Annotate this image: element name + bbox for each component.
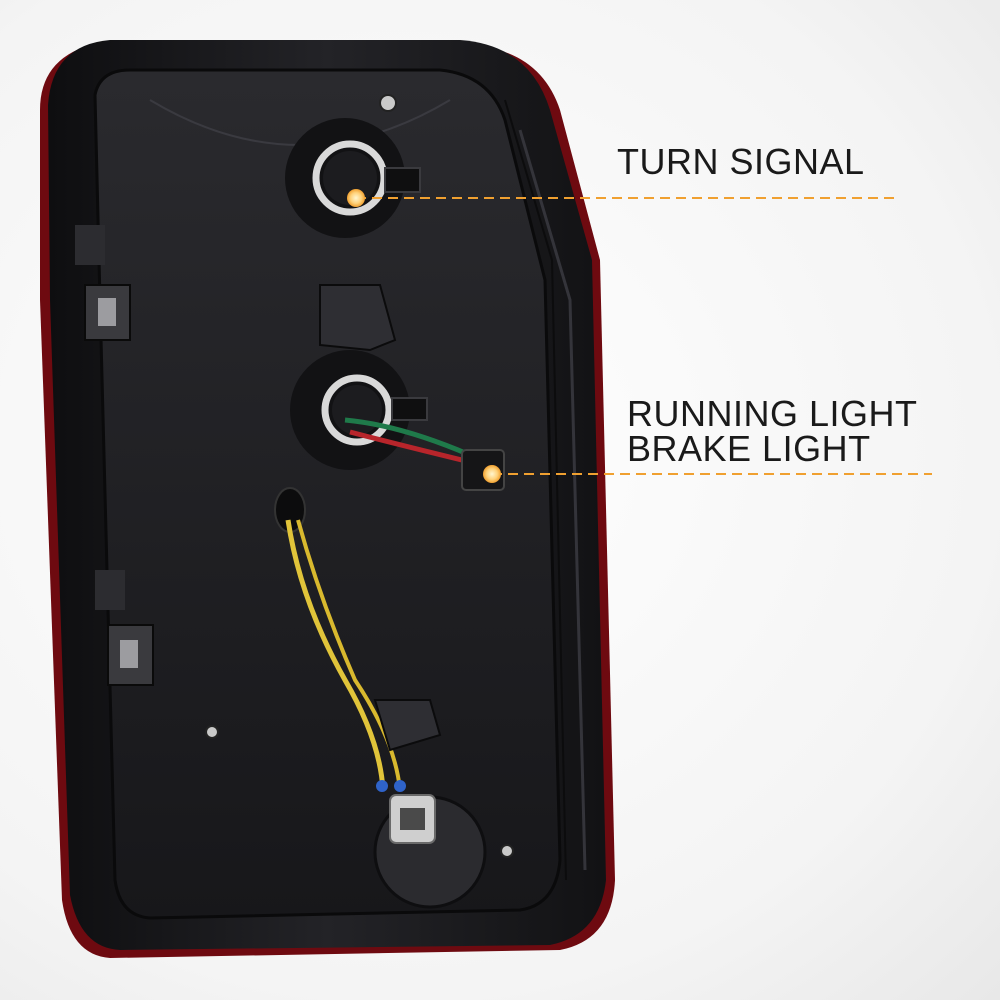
running-brake-dot <box>483 465 501 483</box>
turn-signal-dot <box>347 189 365 207</box>
yellow-wire-a <box>285 519 386 791</box>
mounting-clip-lower <box>95 570 154 686</box>
right-flange <box>518 129 587 871</box>
mounting-clip-upper <box>75 225 131 341</box>
turn-signal-label: TURN SIGNAL <box>617 141 865 182</box>
screw-bottom-left <box>205 725 219 739</box>
reverse-socket <box>373 780 487 909</box>
red-wire <box>349 429 471 465</box>
yellow-wire-b <box>296 519 402 791</box>
screw-top <box>379 94 397 112</box>
screw-bottom-right <box>500 844 514 858</box>
housing-inner-panel <box>93 68 562 920</box>
bottom-clip <box>373 699 442 752</box>
center-clip <box>319 284 397 352</box>
green-wire <box>344 417 471 458</box>
brake-light-label: BRAKE LIGHT <box>627 428 871 469</box>
turn-signal-socket <box>285 118 421 238</box>
running-light-label: RUNNING LIGHT <box>627 393 918 434</box>
